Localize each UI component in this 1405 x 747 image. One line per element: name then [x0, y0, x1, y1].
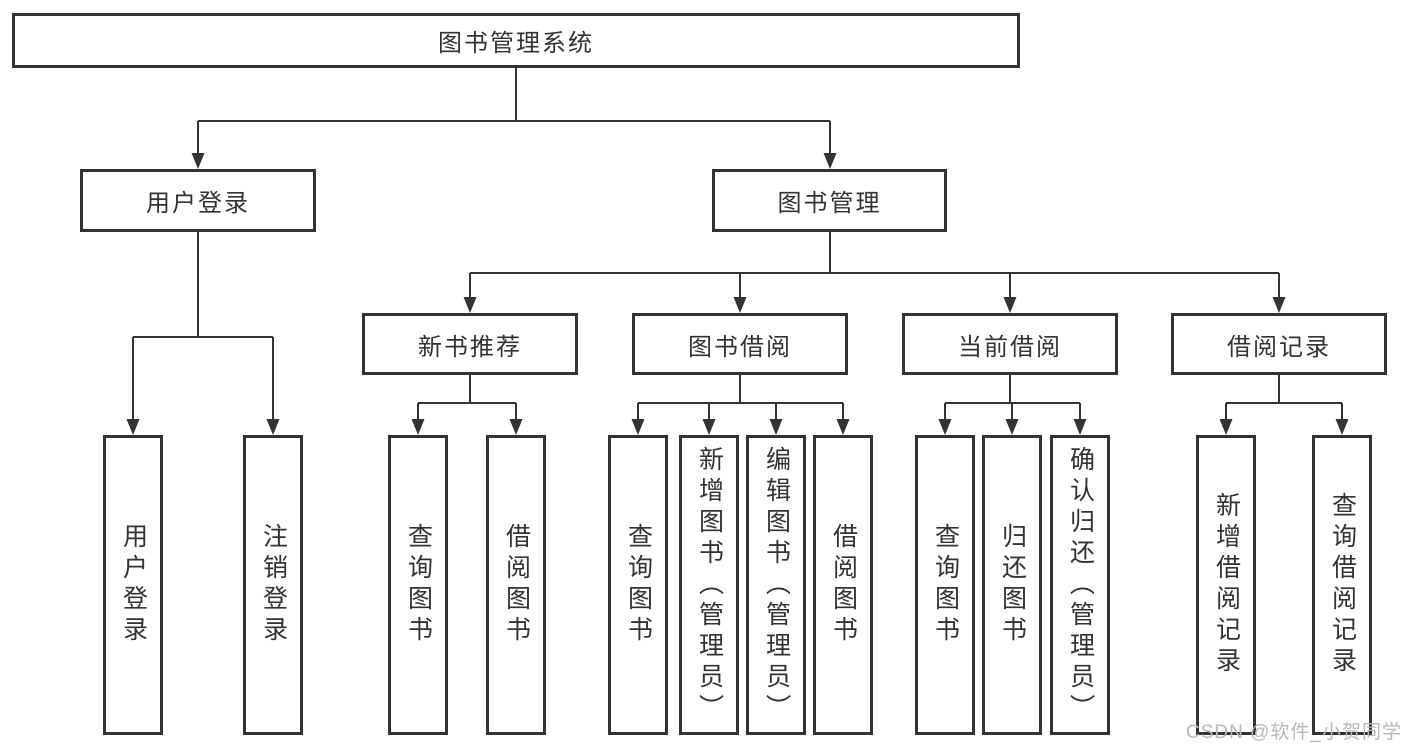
node-user-login: 用户登录 [80, 169, 316, 232]
leaf-logout: 注销登录 [243, 435, 303, 735]
node-book-borrowing: 图书借阅 [632, 313, 848, 375]
node-book-management: 图书管理 [712, 169, 947, 232]
leaf-records-add-record: 新增借阅记录 [1196, 435, 1256, 735]
leaf-recommend-query-books: 查询图书 [388, 435, 448, 735]
csdn-watermark: CSDN @软件_小贺同学 [1186, 722, 1402, 743]
leaf-borrow-borrow-books: 借阅图书 [813, 435, 873, 735]
leaf-recommend-borrow-books: 借阅图书 [486, 435, 546, 735]
node-new-book-recommend: 新书推荐 [362, 313, 578, 375]
node-current-borrowing: 当前借阅 [902, 313, 1118, 375]
leaf-user-login: 用户登录 [103, 435, 163, 735]
node-root: 图书管理系统 [12, 13, 1020, 68]
leaf-current-confirm-return-admin: 确认归还（管理员） [1050, 435, 1110, 735]
leaf-current-return-books: 归还图书 [982, 435, 1042, 735]
leaf-borrow-edit-books-admin: 编辑图书（管理员） [746, 435, 806, 735]
node-borrow-records: 借阅记录 [1171, 313, 1387, 375]
leaf-borrow-add-books-admin: 新增图书（管理员） [679, 435, 739, 735]
leaf-records-query-record: 查询借阅记录 [1312, 435, 1372, 735]
leaf-current-query-books: 查询图书 [915, 435, 975, 735]
leaf-borrow-query-books: 查询图书 [608, 435, 668, 735]
